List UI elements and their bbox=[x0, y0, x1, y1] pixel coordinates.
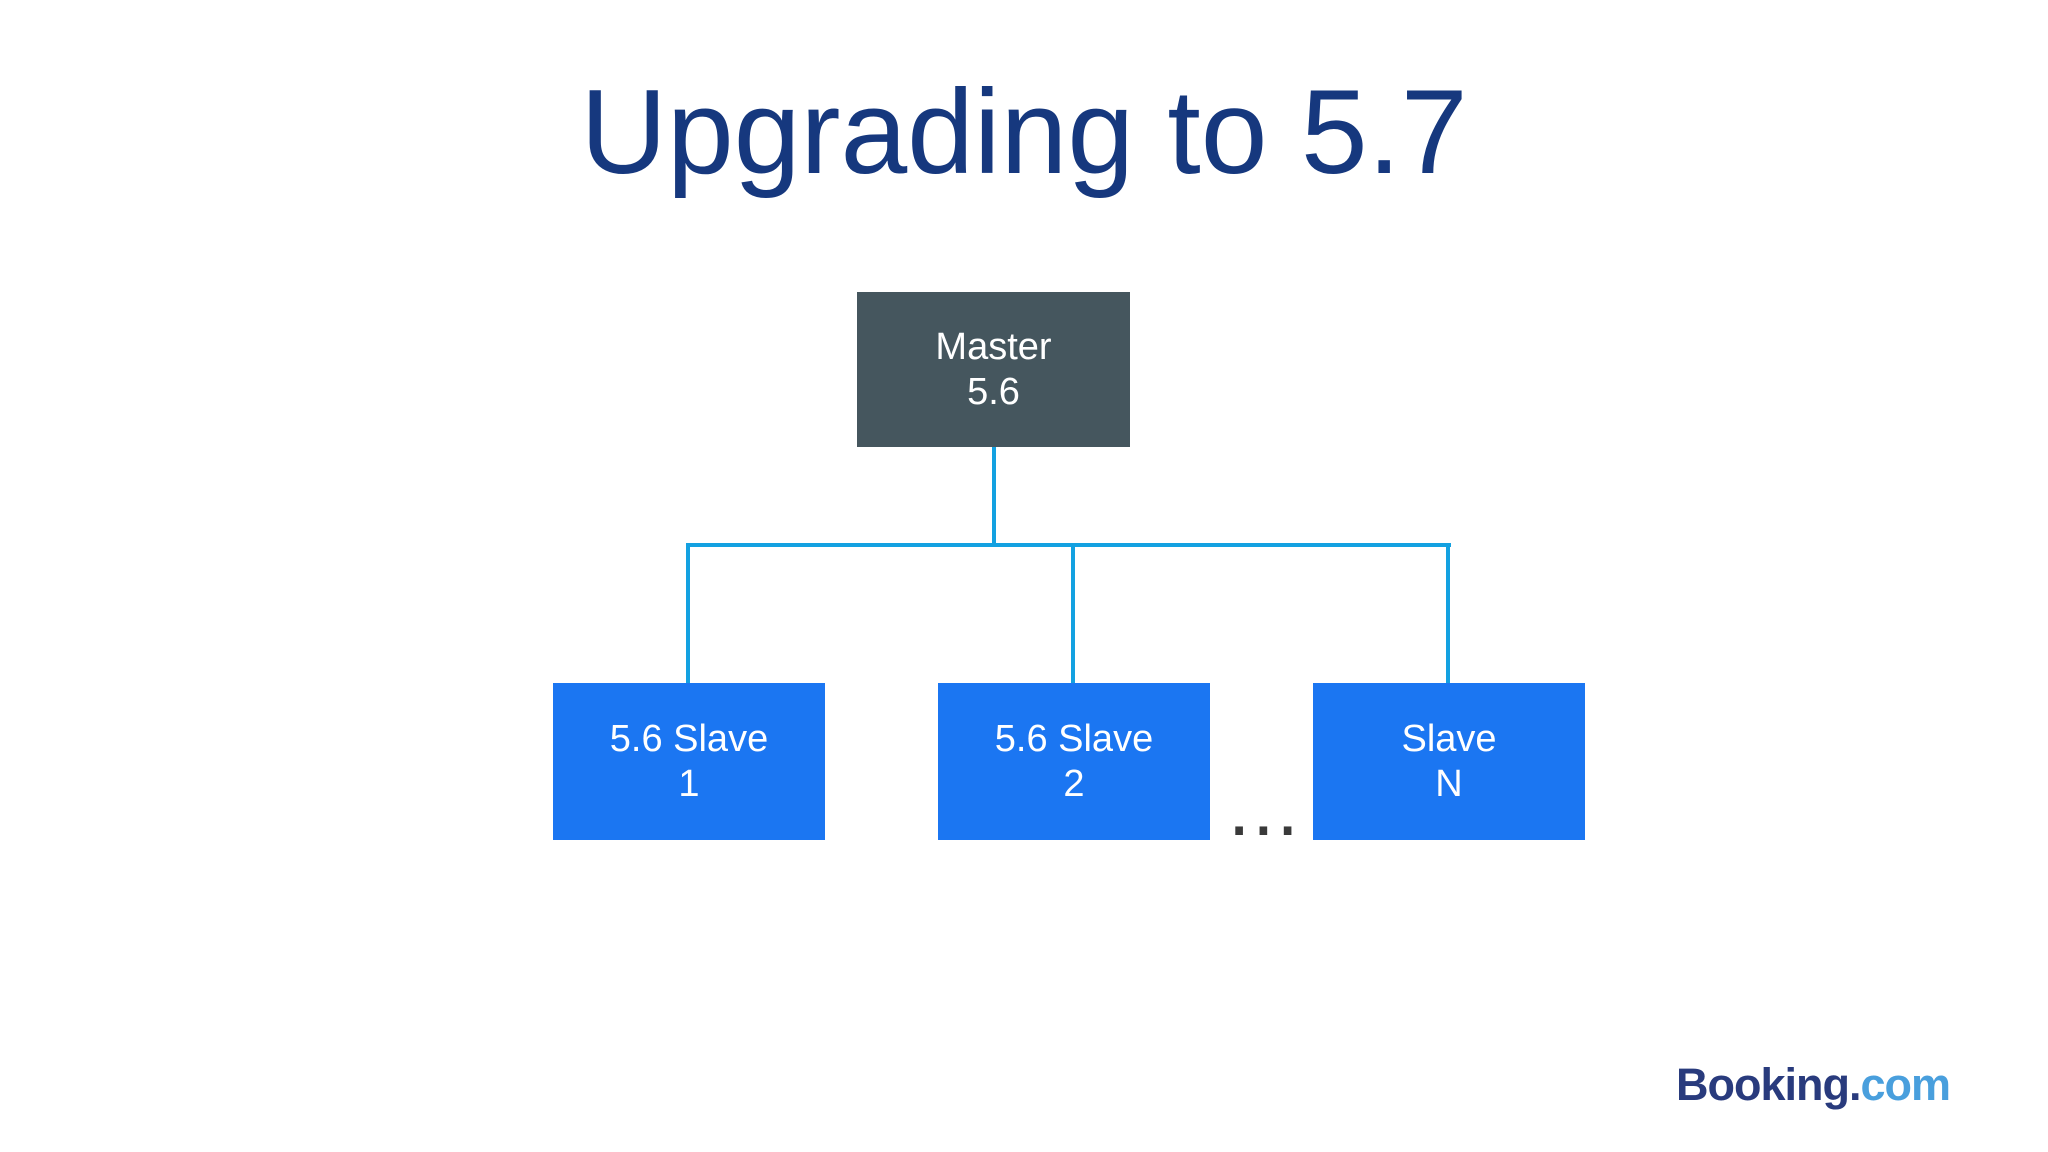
connector-horizontal-bus bbox=[686, 543, 1451, 547]
node-slave-2-label-line2: 2 bbox=[1063, 762, 1085, 805]
node-slave-n-label-line2: N bbox=[1435, 762, 1463, 805]
connector-drop-slave-2 bbox=[1071, 543, 1075, 685]
node-slave-2-label-line1: 5.6 Slave bbox=[994, 717, 1154, 760]
connector-master-drop bbox=[992, 445, 996, 545]
node-master-label-line1: Master bbox=[935, 325, 1052, 368]
node-master-label-line2: 5.6 bbox=[967, 370, 1020, 413]
connector-drop-slave-n bbox=[1446, 543, 1450, 685]
node-master: Master 5.6 bbox=[857, 292, 1130, 447]
slide-title: Upgrading to 5.7 bbox=[580, 65, 1468, 199]
booking-com-logo: Booking.com bbox=[1676, 1059, 1952, 1110]
node-slave-1-label-line1: 5.6 Slave bbox=[609, 717, 769, 760]
node-slave-1: 5.6 Slave 1 bbox=[553, 683, 825, 840]
ellipsis-more-slaves: ... bbox=[1228, 763, 1301, 852]
node-slave-1-label-line2: 1 bbox=[678, 762, 700, 805]
node-slave-2: 5.6 Slave 2 bbox=[938, 683, 1210, 840]
node-slave-n: Slave N bbox=[1313, 683, 1585, 840]
logo-text-booking: Booking bbox=[1676, 1059, 1850, 1110]
logo-text-dot: . bbox=[1848, 1059, 1861, 1110]
node-slave-n-label-line1: Slave bbox=[1401, 717, 1497, 760]
connector-drop-slave-1 bbox=[686, 543, 690, 685]
logo-text-com: com bbox=[1860, 1059, 1952, 1110]
